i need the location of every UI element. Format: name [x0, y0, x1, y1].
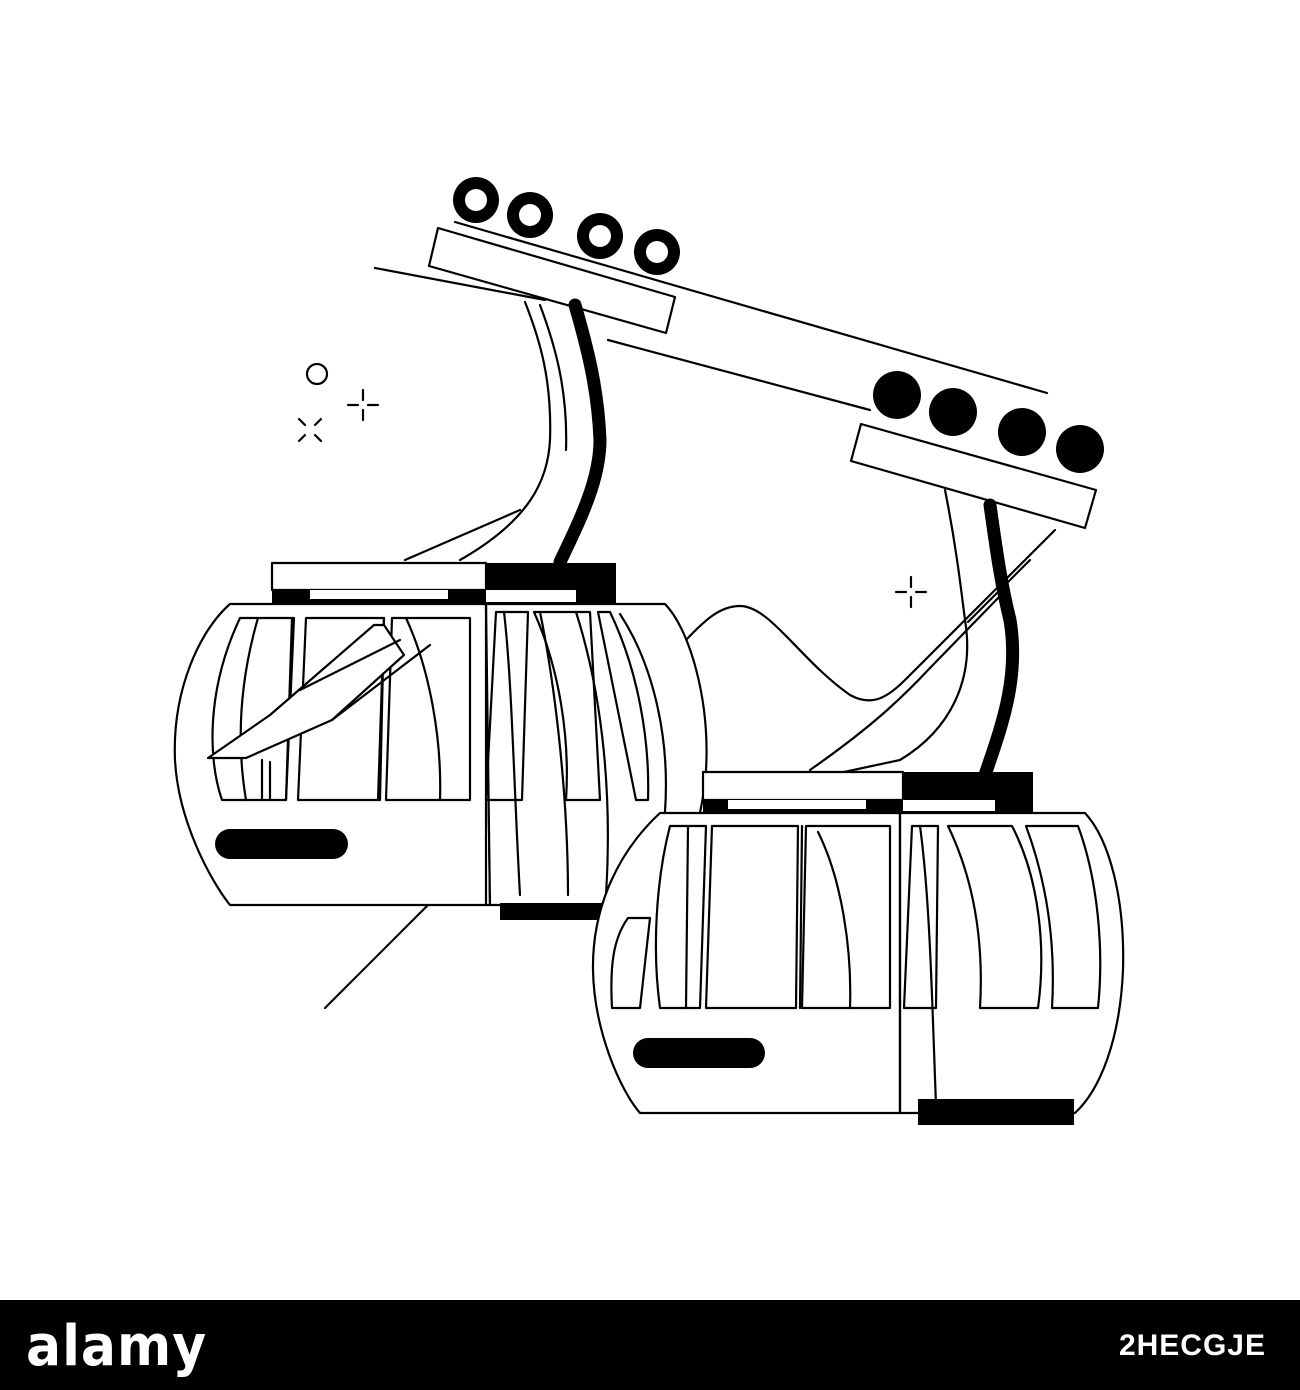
- right-gondola: [591, 770, 1125, 1125]
- hollow-pulley-wheels: [453, 177, 680, 275]
- left-gondola-seat: [206, 623, 432, 800]
- x-sparkle-icon: [297, 417, 323, 443]
- cable-lines: [373, 220, 1049, 412]
- plus-sparkle-icon: [346, 388, 380, 422]
- left-carriage-plate: [427, 226, 677, 335]
- circle-sparkle-icon: [305, 362, 329, 386]
- right-hanger-arm: [828, 488, 1020, 782]
- right-gondola-roof-cap: [701, 770, 905, 802]
- image-id-label: 2HECGJE: [1118, 1329, 1266, 1362]
- left-pulley-carriage: [427, 177, 680, 335]
- plus-sparkle-icon-right: [894, 575, 928, 609]
- left-gondola-handle: [215, 829, 348, 859]
- right-gondola-handle: [633, 1038, 765, 1068]
- illustration-canvas: [173, 177, 1125, 1125]
- right-pulley-carriage: [849, 371, 1104, 530]
- left-gondola-roof-cap: [270, 561, 488, 592]
- right-carriage-plate: [849, 422, 1098, 530]
- solid-pulley-wheels: [873, 371, 1104, 473]
- sparkle-decorations: [297, 362, 928, 609]
- watermark-footer-bar: alamy 2HECGJE: [0, 1300, 1300, 1390]
- left-hanger-arm: [458, 298, 607, 569]
- brand-logo: alamy: [26, 1314, 208, 1379]
